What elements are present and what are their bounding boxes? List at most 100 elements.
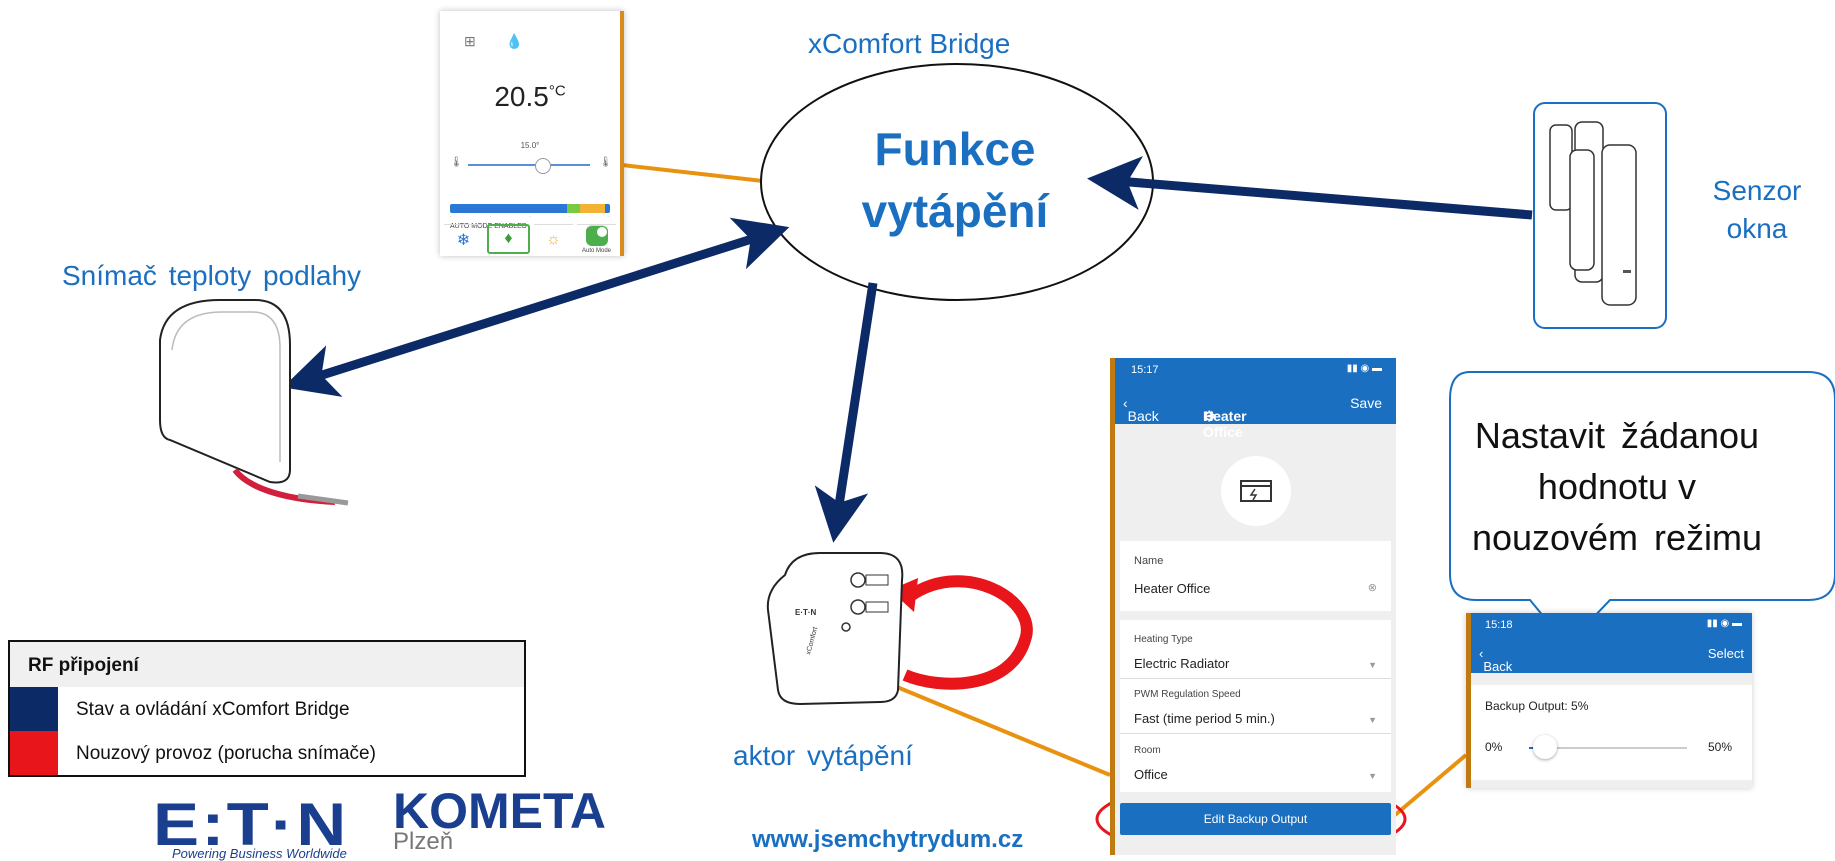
phone-connector [1393,753,1468,817]
backup-slider-knob[interactable] [1532,735,1557,759]
bridge-label: xComfort Bridge [808,28,1011,59]
backup-output-card: Backup Output: 5% 0% 50% [1471,685,1752,780]
eaton-tagline: Powering Business Worldwide [172,846,347,861]
room-label: Room [1134,745,1161,756]
actuator-connector [879,678,1111,777]
slider-max-label: 50% [1707,740,1732,754]
legend-item: Nouzový provoz (porucha snímače) [10,731,524,775]
legend-item-label: Stav a ovládání xComfort Bridge [76,699,350,720]
chevron-down-icon: ▼ [1368,660,1377,670]
svg-text:E·T·N: E·T·N [795,608,817,617]
floor-sensor-device [159,299,349,506]
temperature-value: 20.5 [494,81,549,112]
window-sensor-device [1549,121,1637,306]
actuator-label: aktor vytápění [733,740,913,771]
floor-sensor-label: Snímač teploty podlahy [62,260,362,291]
temperature-unit: °C [548,82,566,100]
sun-icon[interactable]: ☼ [534,224,573,254]
heating-type-label: Heating Type [1134,634,1193,645]
back-button[interactable]: ‹ Back [1479,646,1513,674]
function-title-line2: vytápění [861,185,1049,237]
legend-swatch-navy [10,687,58,731]
pwm-label: PWM Regulation Speed [1134,689,1241,700]
phone-nav-bar: ‹ Back Select [1471,637,1752,674]
heater-icon [1221,456,1291,526]
window-sensor-label: Senzor okna [1692,172,1822,248]
thermostat-temperature: 20.5°C [440,81,620,113]
window-sensor-arrow [1087,156,1533,220]
heating-type-select[interactable]: Electric Radiator [1134,656,1230,671]
emergency-loop [901,575,1033,690]
humidity-icon: 💧 [505,33,554,49]
clear-icon[interactable]: ⊗ [1367,582,1377,594]
back-button[interactable]: ‹ Back [1123,395,1159,424]
edit-backup-output-button[interactable]: Edit Backup Output [1120,803,1391,835]
pwm-select[interactable]: Fast (time period 5 min.) [1134,711,1275,726]
chevron-down-icon: ▼ [1368,715,1377,725]
callout-line3: nouzovém režimu [1471,517,1763,558]
legend-title-rest: připojení [58,655,139,676]
schedule-ticks: ····· [450,214,610,220]
function-title-line1: Funkce [874,123,1036,175]
snowflake-icon[interactable]: ❄ [444,224,483,254]
toggle-icon [585,225,608,246]
mode-buttons: ❄ ♦ ☼ Auto Mode [444,224,616,254]
room-select[interactable]: Office [1134,767,1168,782]
phone-status-bar: 15:18 ▮▮ ◉ ▬ [1471,613,1752,637]
thermostat-slider[interactable] [468,164,590,166]
actuator-arrow [814,282,878,543]
slider-min-label: 0% [1485,740,1503,754]
actuator-device: E·T·N xComfort [766,552,904,706]
legend: RF připojení Stav a ovládání xComfort Br… [8,640,526,777]
legend-swatch-red [10,731,58,775]
callout-text: Nastavit žádanou hodnotu v nouzovém reži… [1452,410,1782,563]
status-icons: ▮▮ ◉ ▬ [1706,618,1742,629]
phone-time: 15:18 [1485,619,1513,631]
save-button[interactable]: Save [1350,395,1382,411]
phone-time: 15:17 [1131,364,1159,376]
phone-status-bar: 15:17 ▮▮ ◉ ▬ [1115,358,1396,382]
backup-output-label: Backup Output: 5% [1485,699,1589,713]
settings-card: Heating Type Electric Radiator ▼ PWM Reg… [1120,620,1391,792]
gear-icon: ⚙ [1203,408,1216,424]
name-card: Name Heater Office ⊗ [1120,541,1391,611]
chevron-down-icon: ▼ [1368,771,1377,781]
legend-item: Stav a ovládání xComfort Bridge [10,687,524,731]
website-link[interactable]: www.jsemchytrydum.cz [752,826,1024,853]
divider [1120,733,1391,734]
thermostat-top-icons: ⊞💧 [464,33,553,50]
legend-title-bold: RF [28,655,54,676]
kometa-plzen: Plzeň [393,828,454,855]
thermostat-setpoint: 15.0° [520,141,540,150]
thermometer-low-icon: 🌡 [450,157,463,168]
legend-item-label: Nouzový provoz (porucha snímače) [76,743,376,764]
thermometer-high-icon: 🌡 [599,157,612,168]
floor-sensor-arrow [282,217,790,397]
backup-slider-track[interactable] [1529,735,1687,759]
divider [1120,678,1391,679]
window-sensor-label-line2: okna [1726,213,1788,244]
select-button[interactable]: Select [1707,646,1744,661]
window-sensor-frame [1533,102,1667,329]
auto-mode-toggle[interactable]: Auto Mode [577,224,616,254]
window-sensor-label-line1: Senzor [1712,175,1802,206]
name-field[interactable]: Heater Office [1134,581,1211,596]
name-label: Name [1134,555,1164,567]
thermostat-screen: ⊞💧 20.5°C 15.0° 🌡 🌡 ····· AUTO MODE ENAB… [440,11,624,256]
status-icons: ▮▮ ◉ ▬ [1346,363,1382,374]
auto-mode-label: Auto Mode [581,248,612,254]
thermostat-slider-knob[interactable] [535,158,551,174]
callout-line2: hodnotu v [1537,466,1697,507]
thermostat-connector [621,163,773,184]
function-title: Funkce vytápění [760,118,1150,242]
legend-header: RF připojení [10,642,524,687]
phone-nav-bar: ‹ Back ⚙ Heater Office Save [1115,382,1396,440]
window-icon: ⊞ [464,33,506,49]
eaton-logo: E:T·N [153,791,349,858]
heater-settings-phone: 15:17 ▮▮ ◉ ▬ ‹ Back ⚙ Heater Office Save… [1110,358,1396,855]
kometa-logo: KOMETA [393,783,606,839]
backup-output-phone: 15:18 ▮▮ ◉ ▬ ‹ Back Select Backup Output… [1466,613,1752,788]
schedule-bar [450,204,610,213]
leaf-icon[interactable]: ♦ [487,224,530,254]
